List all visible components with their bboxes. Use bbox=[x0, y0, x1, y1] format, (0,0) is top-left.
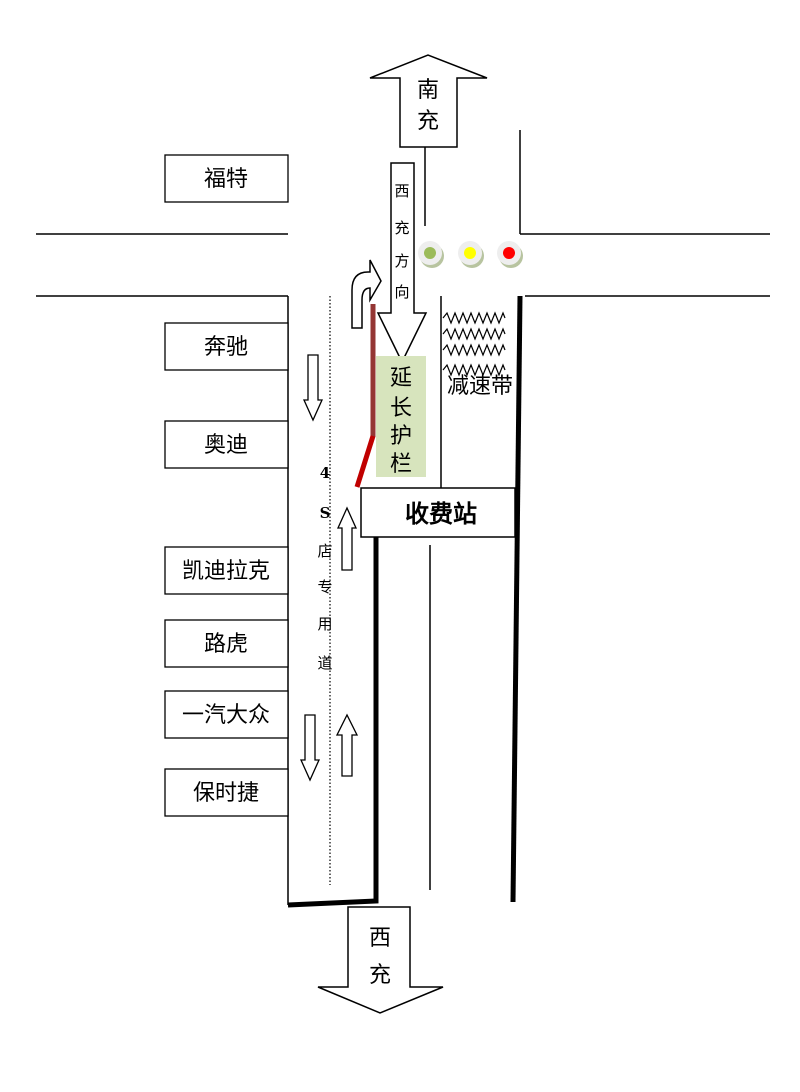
brand-benz: 奔驰 bbox=[204, 335, 248, 360]
brand-porsche: 保时捷 bbox=[193, 781, 259, 806]
yellow-light-icon bbox=[464, 247, 476, 259]
brand-cadillac: 凯迪拉克 bbox=[182, 559, 270, 584]
brand-landrover: 路虎 bbox=[204, 632, 248, 657]
green-light-icon bbox=[424, 247, 436, 259]
u-turn-arrow-icon bbox=[351, 259, 382, 329]
traffic-lights bbox=[418, 241, 523, 268]
lane-char: 店 bbox=[317, 542, 332, 560]
guardrail-char: 长 bbox=[390, 396, 412, 421]
lane-label: 4 S 店 专 用 道 bbox=[317, 464, 332, 672]
toll-label: 收费站 bbox=[405, 500, 477, 528]
up-arrow-icon bbox=[336, 506, 358, 571]
speed-bump-icon bbox=[442, 311, 506, 377]
north-arrow: 南 充 bbox=[369, 54, 488, 148]
speed-bump-label: 减速带 bbox=[447, 374, 513, 399]
lane-arrows bbox=[299, 354, 359, 782]
guardrail-char: 延 bbox=[390, 366, 412, 391]
brand-faw-vw: 一汽大众 bbox=[182, 703, 270, 728]
direction-char: 西 bbox=[394, 182, 409, 200]
up-arrow-icon bbox=[335, 713, 359, 777]
lane-char: S bbox=[320, 504, 331, 522]
extended-guardrail bbox=[354, 435, 376, 488]
lane-char: 用 bbox=[317, 615, 332, 633]
lane-char: 道 bbox=[317, 654, 332, 672]
south-arrow: 西 充 bbox=[317, 906, 444, 1014]
south-label: 充 bbox=[369, 963, 391, 988]
down-arrow-icon bbox=[299, 714, 321, 782]
brand-ford: 福特 bbox=[204, 167, 248, 192]
direction-char: 充 bbox=[394, 219, 409, 237]
brand-audi: 奥迪 bbox=[204, 433, 248, 458]
red-light-icon bbox=[503, 247, 515, 259]
guardrail-area bbox=[376, 356, 426, 477]
brand-list: 福特 奔驰 奥迪 凯迪拉克 路虎 一汽大众 保时捷 bbox=[164, 154, 289, 817]
guardrail-char: 栏 bbox=[390, 452, 412, 477]
toll-station bbox=[360, 487, 516, 538]
direction-arrow: 西 充 方 向 bbox=[376, 162, 428, 364]
north-label: 南 bbox=[417, 78, 439, 103]
direction-char: 向 bbox=[394, 283, 409, 301]
lane-char: 专 bbox=[317, 578, 332, 596]
down-arrow-icon bbox=[302, 354, 324, 422]
guardrail-char: 护 bbox=[390, 424, 412, 449]
barrier-lines bbox=[287, 295, 523, 908]
road-lines bbox=[36, 130, 770, 905]
direction-char: 方 bbox=[394, 252, 409, 270]
north-label: 充 bbox=[417, 109, 439, 134]
south-label: 西 bbox=[369, 926, 391, 951]
lane-char: 4 bbox=[320, 464, 330, 482]
